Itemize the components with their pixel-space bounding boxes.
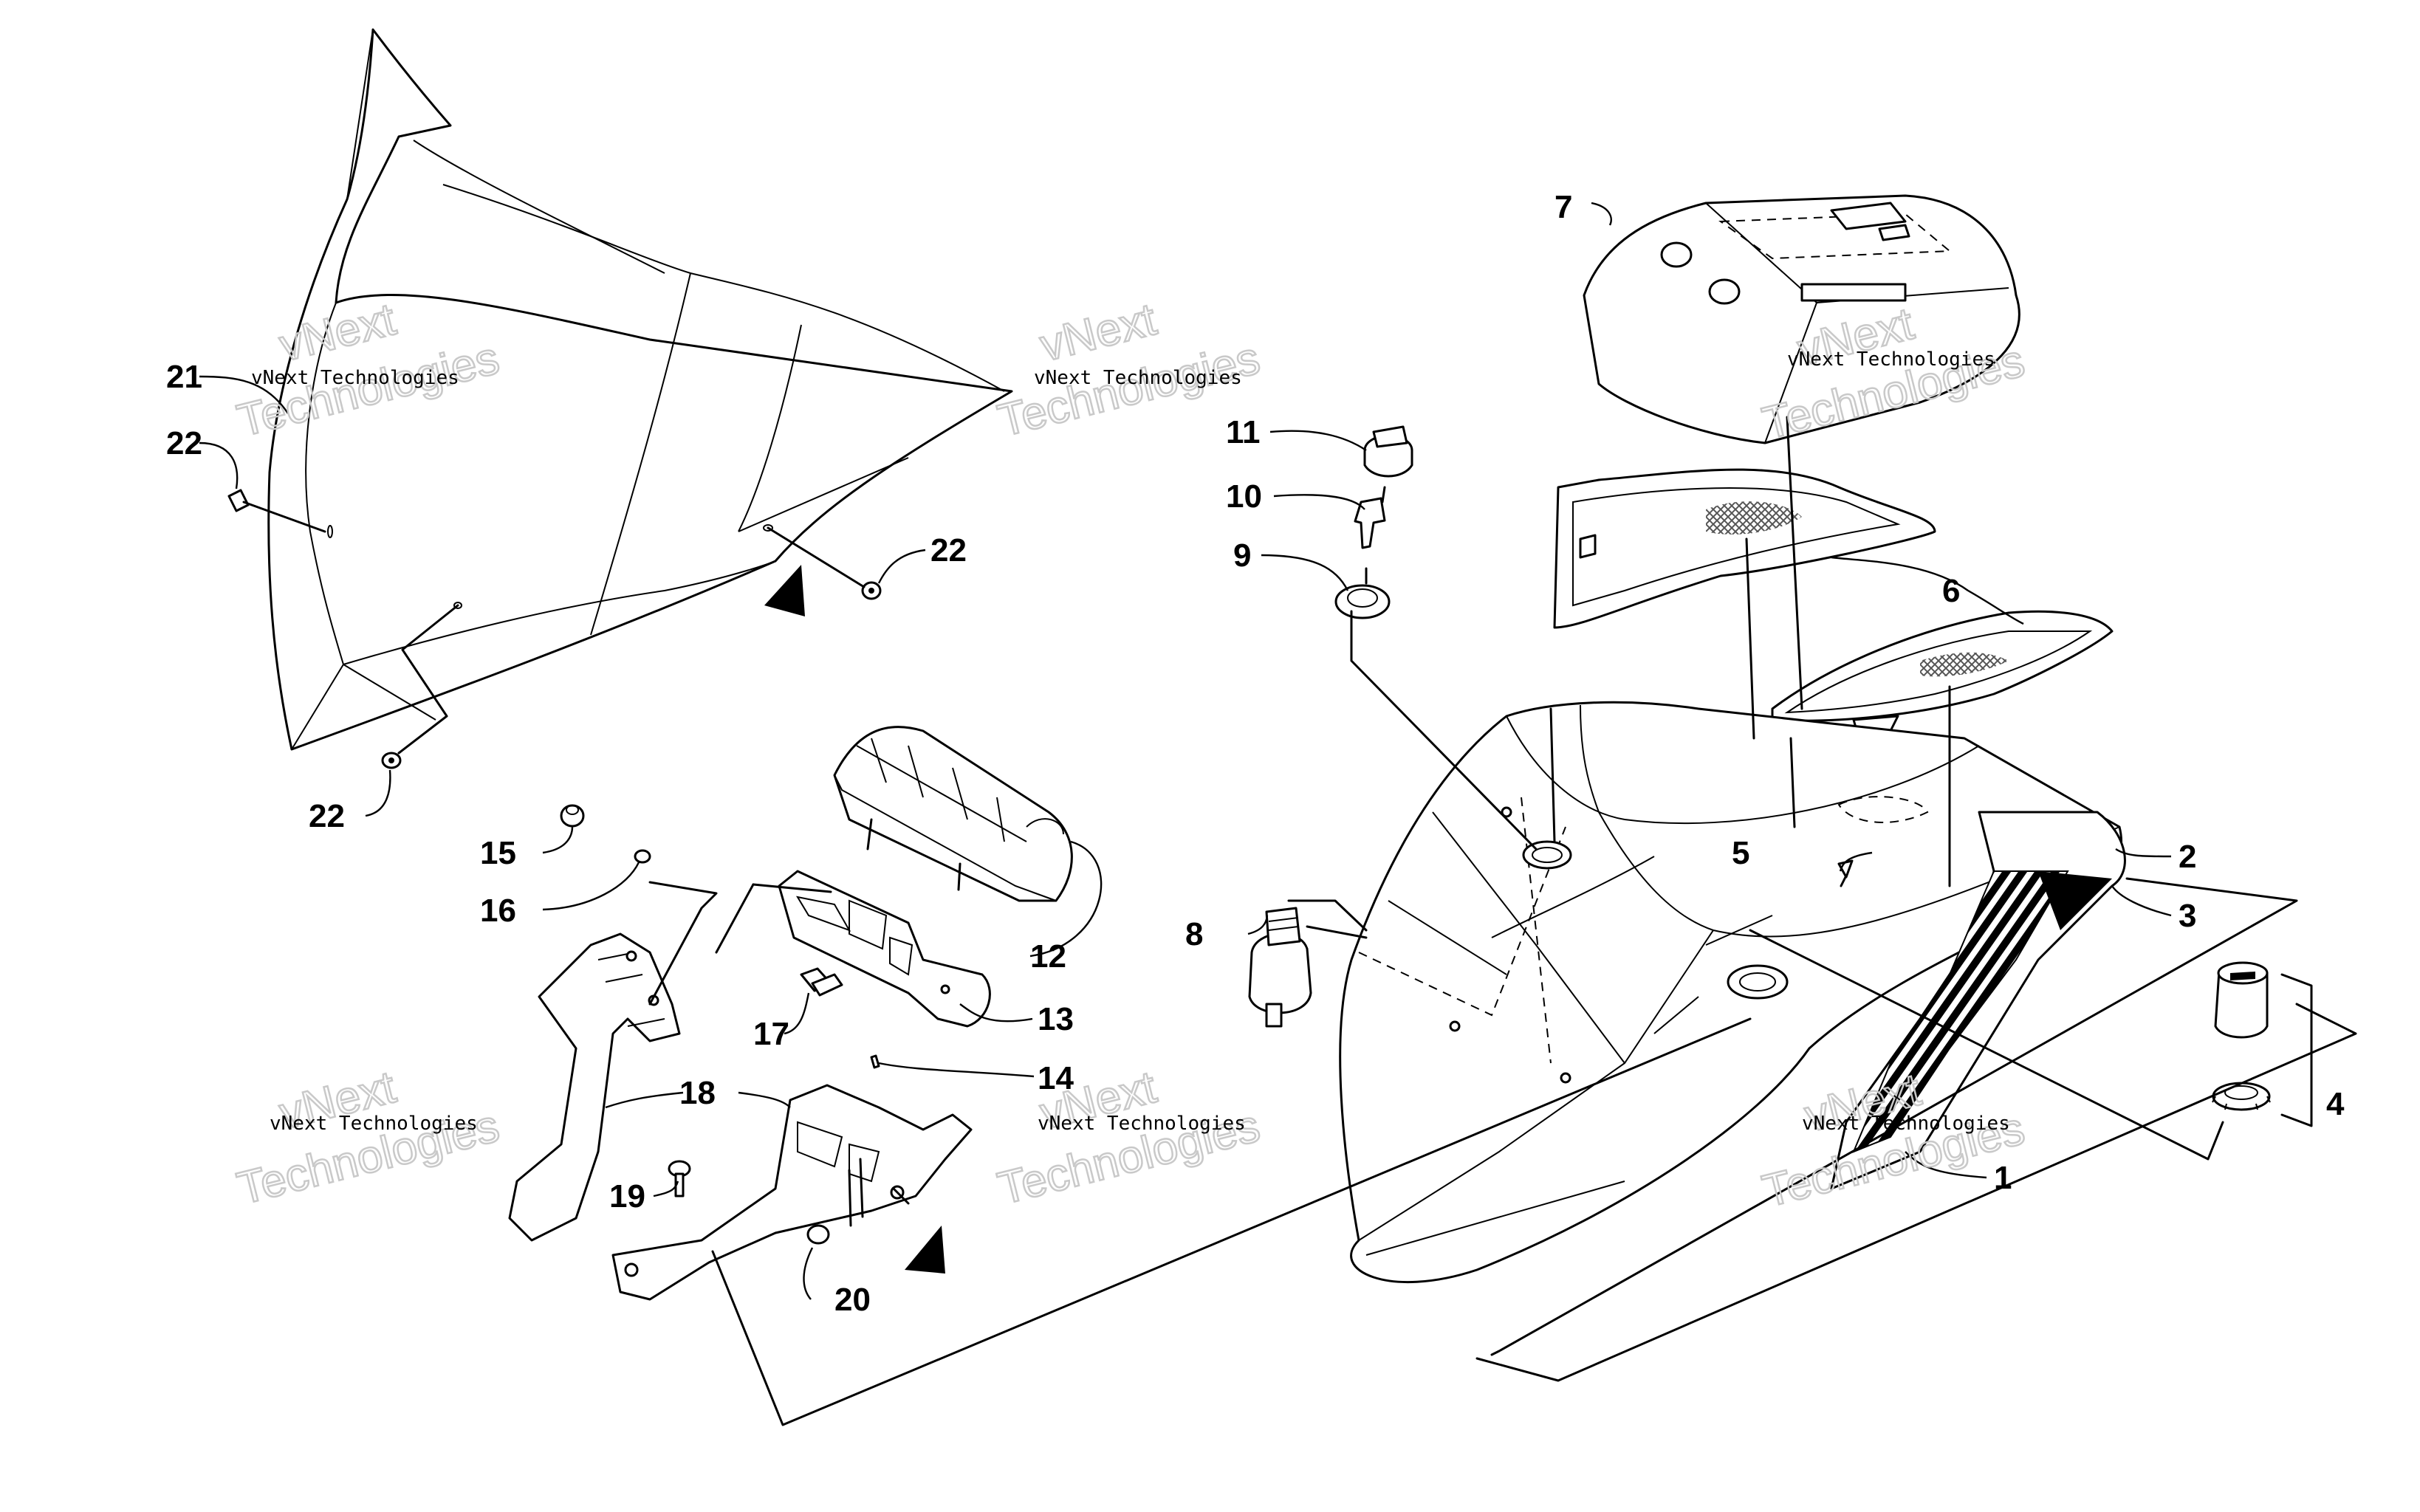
callout-16: 16 — [480, 893, 516, 929]
speedometer — [833, 726, 1073, 902]
lens-lower-6 — [1771, 610, 2114, 734]
watermark-small: vNext Technologies — [270, 1113, 478, 1135]
nut-22-bottom — [381, 604, 459, 769]
key-10 — [1354, 497, 1386, 549]
callout-15: 15 — [480, 835, 516, 871]
callout-22-left: 22 — [166, 425, 202, 461]
callout-9: 9 — [1233, 537, 1251, 574]
gauge-bracket-13 — [778, 870, 991, 1028]
screw-19 — [668, 1160, 691, 1197]
mount-bracket-left-18 — [508, 932, 681, 1242]
callout-8: 8 — [1185, 916, 1203, 952]
watermark-small: vNext Technologies — [1787, 348, 1995, 371]
nut-22-right — [767, 526, 882, 600]
callout-3: 3 — [2179, 898, 2196, 934]
windshield — [267, 28, 1013, 751]
callout-labels: 21 22 22 22 7 11 10 9 6 5 2 3 4 1 8 12 1… — [166, 189, 2345, 1318]
callout-17: 17 — [753, 1016, 789, 1052]
arrow-marker-top — [764, 565, 805, 616]
callout-5: 5 — [1732, 835, 1749, 871]
callout-7: 7 — [1555, 189, 1572, 225]
watermark-small: vNext Technologies — [1038, 1113, 1246, 1135]
callout-21: 21 — [166, 359, 202, 395]
nut-20 — [806, 1224, 830, 1245]
callout-2: 2 — [2179, 839, 2196, 875]
watermark-small: vNext Technologies — [1802, 1113, 2010, 1135]
washer-16 — [634, 849, 651, 864]
side-decal-2-3 — [1830, 811, 2126, 1190]
watermark-small: vNext Technologies — [1034, 367, 1242, 389]
storage-box-7 — [1583, 194, 2020, 444]
arrow-marker-bottom — [905, 1226, 945, 1274]
mount-bracket-right-18 — [611, 1084, 973, 1301]
key-cap-11 — [1363, 425, 1413, 478]
watermark-small: vNext Technologies — [251, 367, 459, 389]
callout-14: 14 — [1038, 1060, 1074, 1096]
callout-4: 4 — [2326, 1086, 2345, 1122]
callout-6: 6 — [1942, 573, 1960, 609]
callout-13: 13 — [1038, 1001, 1074, 1037]
callout-22-bottom: 22 — [309, 798, 345, 834]
bolt-17 — [800, 967, 843, 997]
key-bezel-9 — [1334, 584, 1391, 619]
callout-20: 20 — [834, 1282, 871, 1318]
callout-22-right: 22 — [930, 532, 967, 568]
callout-10: 10 — [1226, 478, 1262, 515]
callout-1: 1 — [1994, 1160, 2012, 1196]
callout-18: 18 — [679, 1075, 716, 1111]
power-socket-4 — [2212, 961, 2271, 1111]
screw-22-left — [227, 489, 326, 533]
nut-15 — [560, 804, 585, 828]
callout-19: 19 — [609, 1178, 645, 1214]
callout-11: 11 — [1226, 414, 1261, 450]
switch-8 — [1248, 907, 1312, 1028]
leader-lines — [199, 202, 2357, 1426]
pin-14 — [870, 1054, 880, 1069]
callout-12: 12 — [1030, 938, 1066, 975]
lens-upper-6 — [1553, 468, 1936, 629]
